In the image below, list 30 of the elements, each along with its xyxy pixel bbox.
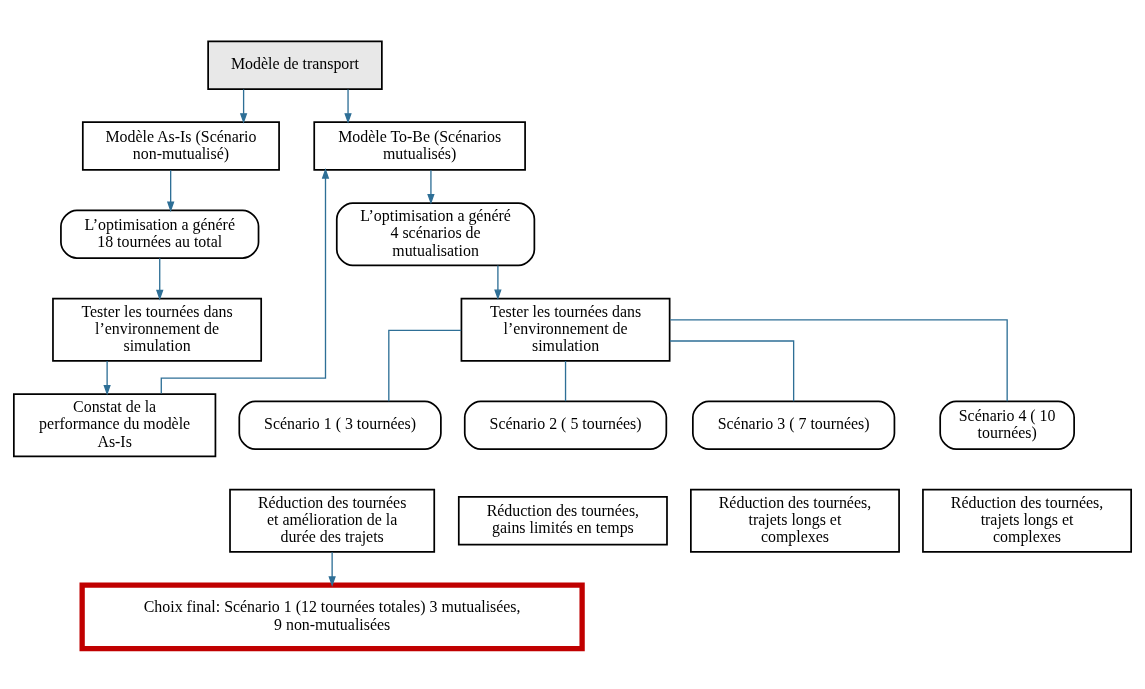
node-box: Scénario 3 ( 7 tournées) [692, 400, 896, 450]
node-box: Modèle de transport [207, 39, 383, 90]
node-box: Modèle As-Is (Scénario non-mutualisé) [81, 120, 280, 171]
arrow [239, 88, 248, 124]
node-box: Réduction des tournées et amélioration de la durée des trajets [229, 488, 436, 553]
connector [669, 339, 795, 402]
node-box: Réduction des tournées, trajets longs et complexes [922, 488, 1132, 553]
arrow [344, 88, 352, 124]
node-box: Réduction des tournées, trajets longs et complexes [690, 488, 900, 553]
connector [564, 359, 567, 402]
arrow [103, 359, 111, 396]
arrow [160, 167, 330, 394]
arrow [328, 551, 336, 587]
node-box: Modèle To-Be (Scénarios mutualisés) [313, 120, 526, 171]
node-box: Scénario 2 ( 5 tournées) [463, 400, 668, 450]
arrow [156, 257, 164, 300]
node-box: Choix final: Scénario 1 (12 tournées totales) 3 mutualisées, 9 non-mutualisées [79, 581, 585, 651]
node-box: Réduction des tournées, gains limités en temps [457, 495, 668, 545]
arrow [494, 264, 502, 300]
node-box: Constat de la performance du modèle As-Is [13, 392, 217, 457]
node-box: Tester les tournées dans l’environnement de simulation [460, 297, 671, 362]
arrow [166, 169, 175, 212]
node-box: Scénario 4 ( 10 tournées) [939, 400, 1075, 450]
node-box: L’optimisation a généré 4 scénarios de mutualisation [335, 201, 536, 266]
connector [388, 329, 462, 402]
node-box: L’optimisation a généré 18 tournées au total [60, 209, 260, 259]
connector [669, 318, 1008, 402]
node-box: Tester les tournées dans l’environnement de simulation [52, 297, 263, 362]
node-box: Scénario 1 ( 3 tournées) [238, 400, 442, 450]
arrow [427, 169, 435, 205]
